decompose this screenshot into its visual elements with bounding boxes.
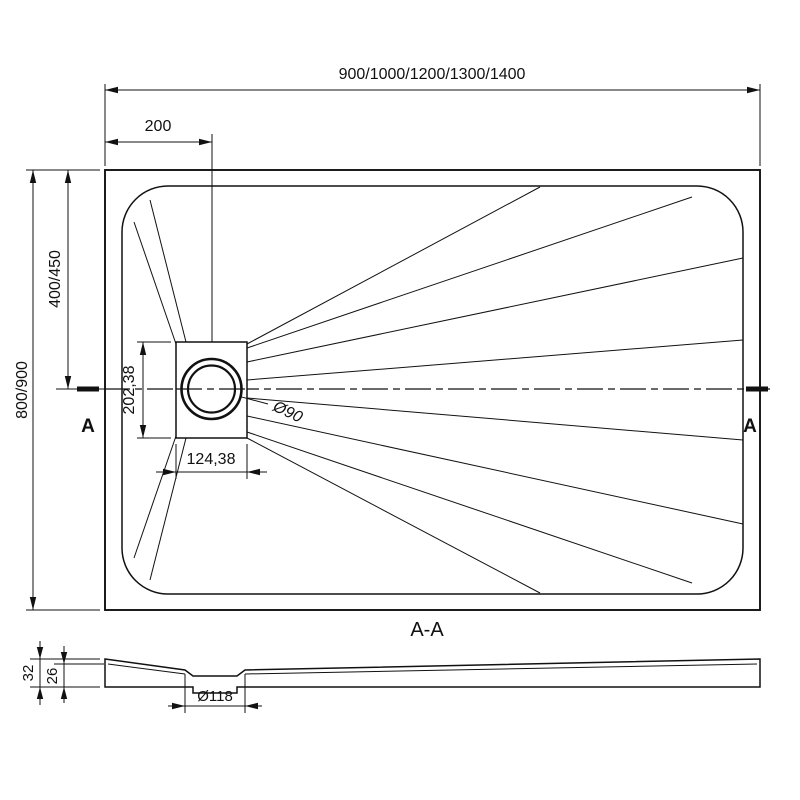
section-marker-left-label: A xyxy=(81,416,95,437)
dim-top-width-label: 900/1000/1200/1300/1400 xyxy=(339,66,526,83)
dim-drain-hole: Ø118 xyxy=(168,674,262,713)
drain-plate xyxy=(175,341,248,439)
dim-total-height-label: 32 xyxy=(20,665,37,682)
section-view: A-A 32 26 xyxy=(20,619,761,713)
dim-drain-center: 202,38 xyxy=(121,341,171,439)
top-view: A A 900/1000/1200/1300/1400 200 800/9 xyxy=(14,66,770,611)
dim-drain-width-label: 124,38 xyxy=(187,451,236,468)
section-cut-markers: A A xyxy=(77,386,768,437)
dim-inner-depth-label: 26 xyxy=(44,668,61,685)
drain xyxy=(175,341,248,439)
section-marker-right-label: A xyxy=(743,416,757,437)
dim-half-depth-label: 400/450 xyxy=(47,250,64,308)
slope-lines xyxy=(133,186,744,594)
dim-drain-offset: 200 xyxy=(105,118,212,146)
section-title: A-A xyxy=(410,619,444,641)
dim-drain-width: 124,38 xyxy=(156,444,267,479)
tray-inner-edge xyxy=(121,185,744,595)
dim-depth: 800/900 xyxy=(14,169,100,611)
dim-drain-center-label: 202,38 xyxy=(121,365,138,414)
dim-half-depth: 400/450 xyxy=(47,170,72,389)
centerlines xyxy=(56,134,770,390)
section-profile-inner-lines xyxy=(107,663,758,675)
dim-drain-offset-label: 200 xyxy=(145,118,172,135)
dim-depth-label: 800/900 xyxy=(14,361,31,419)
dim-inner-depth: 26 xyxy=(44,646,104,703)
dim-top-width: 900/1000/1200/1300/1400 xyxy=(104,66,761,166)
dim-drain-hole-label: Ø118 xyxy=(197,688,233,705)
section-profile xyxy=(104,658,761,694)
